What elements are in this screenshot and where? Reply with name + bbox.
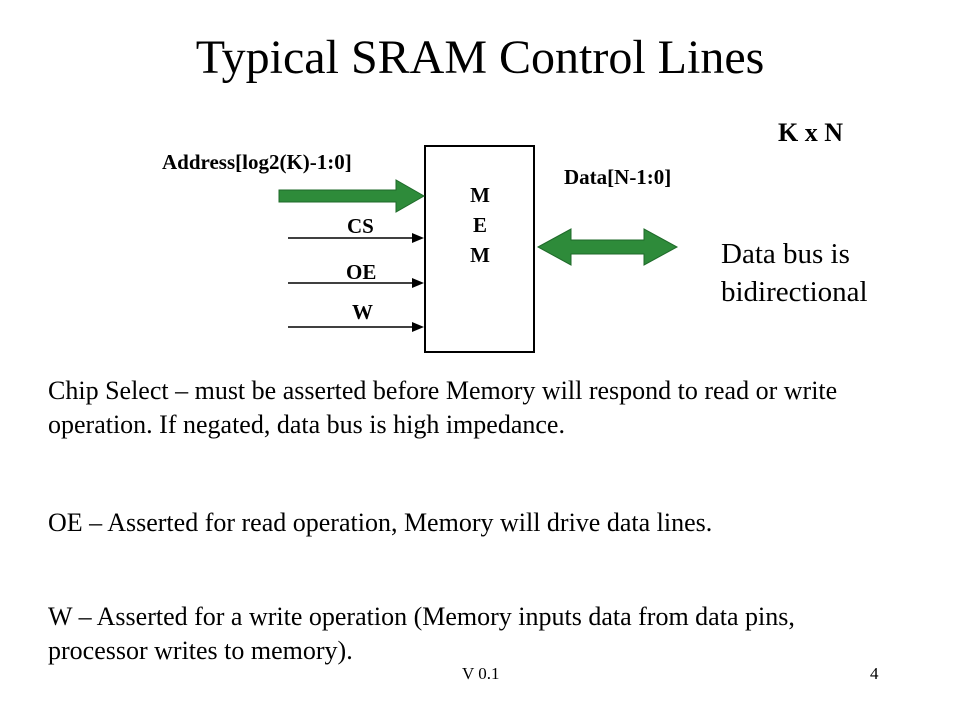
data-bus-note: Data bus is bidirectional (721, 235, 868, 311)
size-label: K x N (778, 118, 843, 147)
w-label: W (352, 300, 373, 324)
address-label: Address[log2(K)-1:0] (162, 150, 352, 174)
oe-label: OE (346, 260, 377, 284)
page-title: Typical SRAM Control Lines (195, 31, 765, 84)
cs-label: CS (347, 214, 374, 238)
data-bus-note-line: bidirectional (721, 276, 868, 308)
paragraph-w: W – Asserted for a write operation (Memo… (48, 602, 795, 665)
paragraph-oe: OE – Asserted for read operation, Memory… (48, 508, 713, 537)
cs-arrowhead (412, 233, 424, 243)
data-bus-note-line: Data bus is (721, 238, 850, 270)
page-number: 4 (870, 664, 879, 683)
oe-arrowhead (412, 278, 424, 288)
footer-version: V 0.1 (462, 664, 500, 683)
data-bus-arrow (536, 228, 679, 266)
mem-letter: M (470, 243, 490, 267)
address-bus-arrow (278, 179, 426, 213)
memory-block (424, 145, 535, 353)
w-arrowhead (412, 322, 424, 332)
mem-letter: E (472, 213, 487, 237)
data-label: Data[N-1:0] (564, 165, 672, 189)
memory-block-label: M E M (468, 180, 492, 270)
mem-letter: M (470, 183, 490, 207)
paragraph-chip-select: Chip Select – must be asserted before Me… (48, 376, 838, 439)
